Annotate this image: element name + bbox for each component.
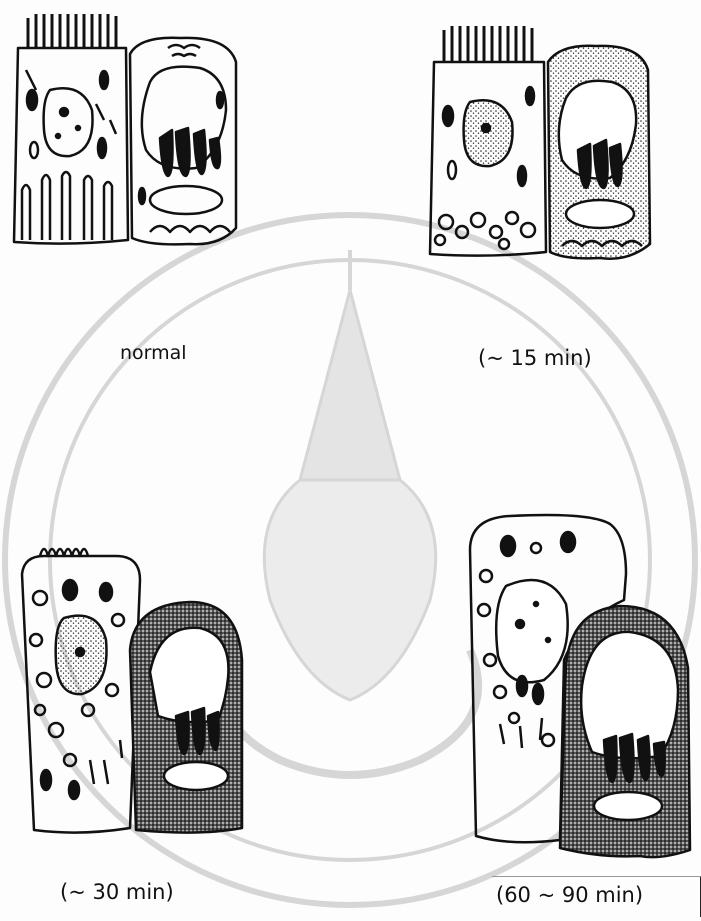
caption-30-min: (~ 30 min): [60, 880, 174, 904]
nucleus: [464, 100, 513, 166]
caption-15-min: (~ 15 min): [478, 346, 592, 370]
swollen-absorptive-cell: [22, 549, 140, 833]
panel-15-min: [430, 26, 650, 259]
shrunken-secretory-cell: [130, 602, 242, 833]
absorptive-cell: [430, 26, 546, 256]
basal-nucleus: [594, 792, 662, 820]
basal-nucleus: [164, 762, 228, 790]
secretory-cell: [548, 46, 650, 259]
panel-60-90-min: [470, 515, 690, 857]
caption-60-90-min: (60 ~ 90 min): [496, 883, 643, 907]
panel-30-min: [22, 549, 242, 833]
nucleus: [496, 580, 567, 682]
caption-normal: normal: [120, 342, 187, 364]
basal-nucleus: [150, 186, 222, 214]
shrunken-secretory-cell: [560, 606, 690, 857]
panel-normal: [14, 14, 236, 244]
nucleus: [44, 88, 93, 156]
absorptive-cell: [14, 14, 128, 244]
basal-nucleus: [566, 200, 634, 228]
secretory-cell: [130, 38, 236, 245]
vacuole: [150, 628, 228, 723]
